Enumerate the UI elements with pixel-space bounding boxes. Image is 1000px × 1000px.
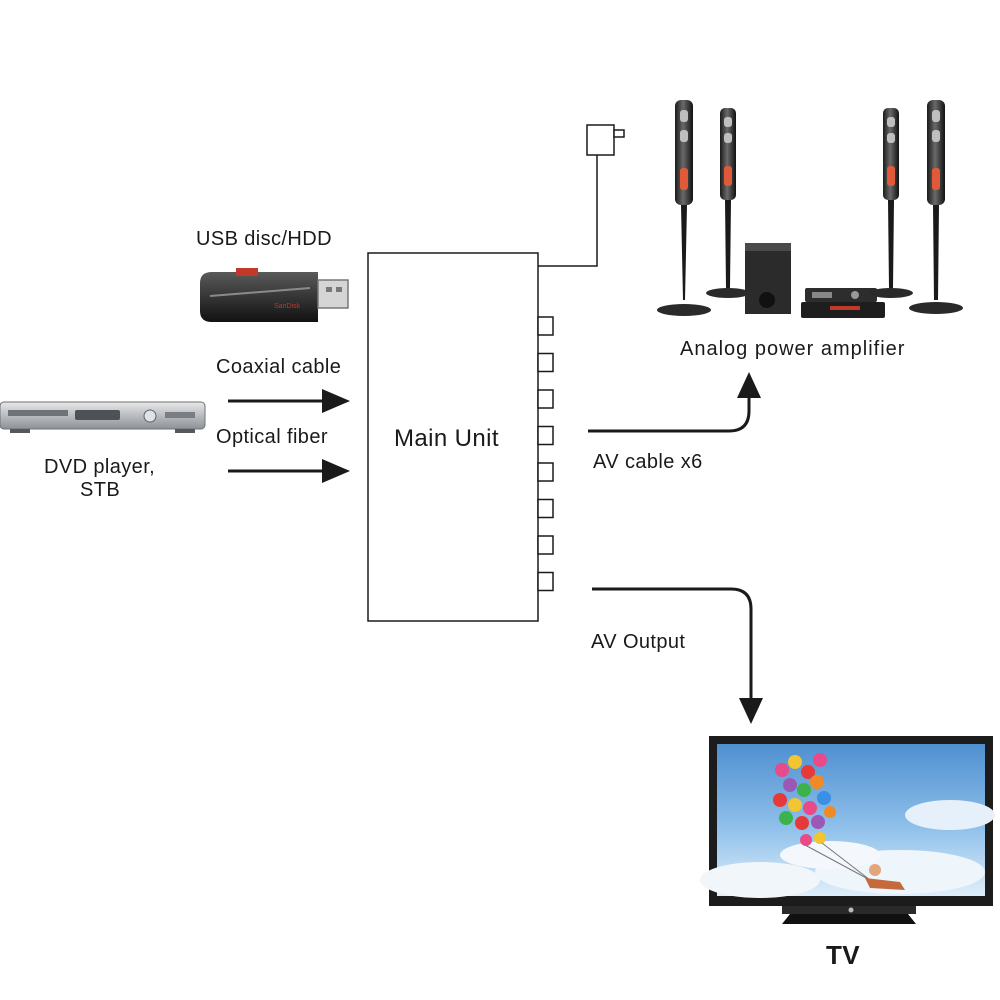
optical-label: Optical fiber xyxy=(216,426,328,448)
speaker-system-icon xyxy=(657,100,963,318)
usb-drive-icon: SanDisk xyxy=(200,268,349,322)
subwoofer-icon xyxy=(745,243,791,314)
output-port xyxy=(537,535,554,555)
tv-label: TV xyxy=(826,940,861,970)
power-adapter-icon xyxy=(586,124,625,156)
av-output-arrow xyxy=(592,587,753,698)
coaxial-arrowhead xyxy=(322,389,350,413)
av-cable-label: AV cable x6 xyxy=(593,451,703,473)
usb-brand-text: SanDisk xyxy=(274,303,301,310)
dvd-player-icon xyxy=(0,401,206,433)
optical-arrowhead xyxy=(322,459,350,483)
balloons-icon xyxy=(773,753,871,881)
right-rear-speaker-icon xyxy=(869,108,913,298)
power-cable xyxy=(538,155,598,267)
output-port xyxy=(537,389,554,409)
tv-icon xyxy=(700,736,995,924)
av-cable-arrowhead xyxy=(737,372,761,398)
left-front-speaker-icon xyxy=(657,100,711,316)
right-front-speaker-icon xyxy=(909,100,963,314)
output-port xyxy=(537,316,554,336)
usb-label: USB disc/HDD xyxy=(196,228,332,250)
receiver-icon xyxy=(801,288,885,318)
av-output-arrowhead xyxy=(739,698,763,724)
main-unit-box xyxy=(367,252,539,622)
dvd-label-line1: DVD player, xyxy=(44,456,156,478)
output-port xyxy=(537,425,554,446)
main-unit-ports xyxy=(537,316,554,592)
output-port xyxy=(537,462,554,482)
left-rear-speaker-icon xyxy=(706,108,750,298)
dvd-label-line2: STB xyxy=(80,479,121,501)
av-cable-arrow xyxy=(588,398,751,433)
amplifier-label: Analog power amplifier xyxy=(680,338,906,360)
output-port xyxy=(537,498,554,519)
coaxial-label: Coaxial cable xyxy=(216,356,342,378)
main-unit-label: Main Unit xyxy=(394,425,499,452)
output-port xyxy=(537,571,554,592)
child-figure-icon xyxy=(865,864,905,890)
av-output-label: AV Output xyxy=(591,631,686,653)
output-port xyxy=(537,352,554,373)
